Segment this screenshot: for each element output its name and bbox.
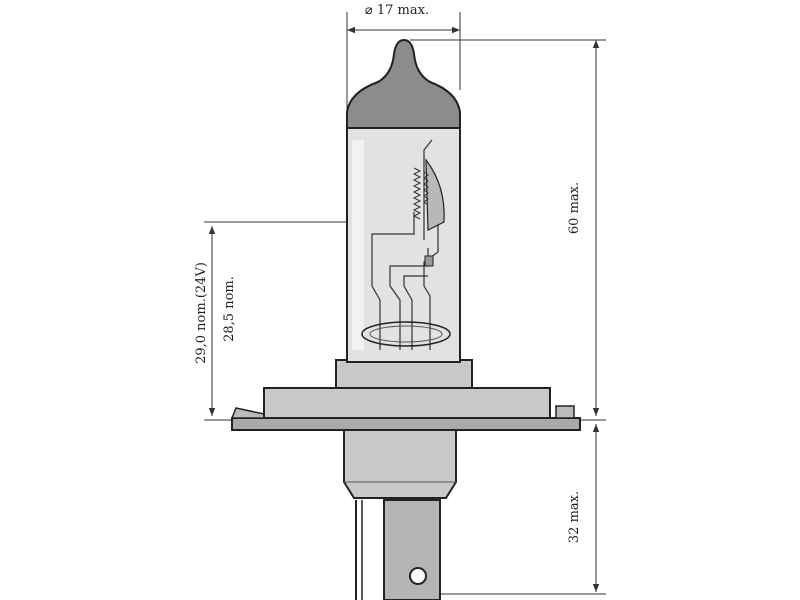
bulb-cap bbox=[346, 38, 461, 129]
diameter-dimension: ⌀ 17 max. bbox=[346, 3, 461, 112]
connector-tab bbox=[355, 499, 441, 600]
filament-height-dimension: 29,0 nom.(24V) 28,5 nom. bbox=[194, 221, 396, 421]
height-nom-label: 28,5 nom. bbox=[222, 276, 237, 342]
tab-hole bbox=[409, 567, 427, 585]
collar bbox=[335, 359, 473, 389]
overall-height-dimension: 60 max. bbox=[410, 39, 606, 416]
diameter-label: ⌀ 17 max. bbox=[365, 3, 429, 18]
filament-assembly bbox=[361, 139, 451, 350]
overall-height-label: 60 max. bbox=[567, 182, 582, 234]
base-length-dimension: 32 max. bbox=[440, 419, 606, 595]
flange bbox=[230, 387, 581, 431]
bulb-drawing bbox=[230, 38, 581, 600]
base-length-label: 32 max. bbox=[567, 491, 582, 543]
base-cylinder bbox=[343, 429, 457, 499]
height-24v-label: 29,0 nom.(24V) bbox=[194, 262, 209, 364]
